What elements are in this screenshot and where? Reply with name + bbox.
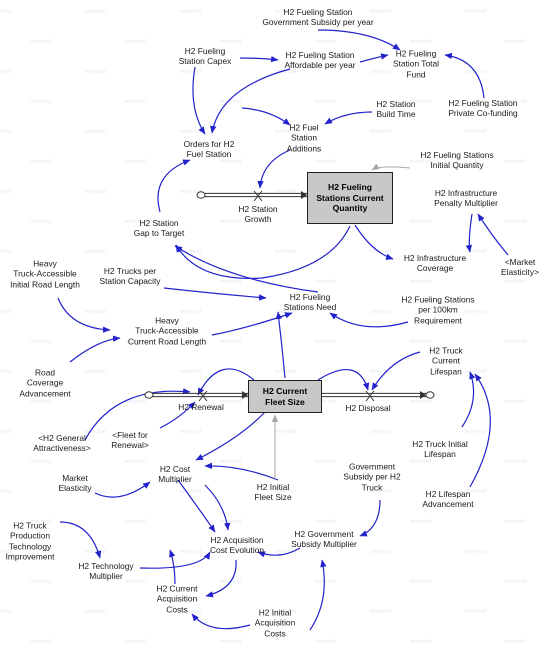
link-cost-to-evolution-2 [177,479,216,533]
link-per-100km-to-need [329,312,409,328]
stock-fueling-stations: H2 Fueling Stations Current Quantity [307,172,393,224]
variable-infra-coverage: H2 Infrastructure Coverage [403,252,467,273]
link-current-costs-to-tech-loop [169,549,176,585]
link-stations-current-to-gap [175,225,351,279]
renewal-flow-pipe-arrowhead [242,391,248,399]
link-capex-to-affordable [239,55,279,63]
link-additions-to-growth [257,149,291,189]
disposal-valve [365,390,375,402]
link-attractiveness-to-renewal [84,388,191,441]
link-initial-costs-to-current-costs [191,613,251,630]
source-cloud-renewal [144,391,154,399]
link-stations-current-to-coverage [354,224,394,260]
link-fleet-size-to-cost-multiplier [195,411,266,461]
link-build-time-to-additions [324,111,373,125]
variable-truck-lifespan: H2 Truck Current Lifespan [429,345,463,377]
variable-renewal: H2 Renewal [178,401,224,412]
link-gov-subsidy-truck-to-multiplier [359,499,381,537]
variable-market-elasticity-ref: <Market Elasticity> [501,256,539,277]
variable-attractiveness: <H2 General Attractiveness> [33,432,91,453]
link-production-tech-to-tech-multiplier [59,521,102,559]
link-private-cofunding-to-total-fund [444,52,485,99]
station-growth-valve [253,190,263,202]
variable-station-growth: H2 Station Growth [238,203,278,224]
link-gov-multiplier-to-acq-evolution [257,547,301,558]
disposal-flow-pipe-arrowhead [420,391,426,399]
link-capex-to-orders [192,66,206,135]
variable-trucks-per-station: H2 Trucks per Station Capacity [99,265,161,286]
link-fleet-size-to-disposal [317,369,370,391]
link-affordable-to-orders [210,68,291,134]
variable-gap-to-target: H2 Station Gap to Target [133,217,185,238]
link-initial-fleet-to-cost-multiplier [204,462,279,481]
variable-disposal: H2 Disposal [345,402,391,413]
variable-initial-road-length: Heavy Truck-Accessible Initial Road Leng… [10,258,80,290]
link-tech-multiplier-to-acq-evolution [139,551,211,569]
variable-cost-multiplier: H2 Cost Multiplier [158,463,192,484]
renewal-valve [198,390,208,402]
variable-road-coverage-adv: Road Coverage Advancement [19,367,71,399]
source-cloud-station-growth [196,191,206,199]
variable-gov-subsidy-truck: Government Subsidy per H2 Truck [343,461,401,493]
variable-acq-cost-evolution: H2 Acquisition Cost Evolution [210,534,264,555]
variable-fuel-station-additions: H2 Fuel Station Additions [286,122,322,154]
link-penalty-to-coverage [465,213,473,253]
link-trucks-per-station-to-need [163,287,267,301]
variable-current-acq-costs: H2 Current Acquisition Costs [156,583,198,615]
link-market-elasticity-ref-to-penalty [477,213,509,256]
station-growth-flow-pipe-arrowhead [301,191,307,199]
variable-gov-subsidy-multiplier: H2 Government Subsidy Multiplier [291,528,357,549]
variable-initial-acq-costs: H2 Initial Acquisition Costs [254,607,296,639]
variable-lifespan-adv: H2 Lifespan Advancement [422,488,474,509]
variable-stations-need: H2 Fueling Stations Need [283,291,337,312]
link-initial-road-to-current-road [57,297,111,333]
link-acq-evolution-to-current-costs [205,559,237,598]
link-fleet-size-to-renewal [197,368,255,396]
link-cost-multiplier-to-acq-evolution [204,484,231,531]
variable-gov-subsidy-station: H2 Fueling Station Government Subsidy pe… [262,6,374,27]
link-fleet-renewal-ref-to-renewal [159,401,196,429]
variable-current-road-length: Heavy Truck-Accessible Current Road Leng… [127,315,207,347]
variable-infra-penalty: H2 Infrastructure Penalty Multiplier [434,187,498,208]
link-initial-costs-to-gov-multiplier [309,559,327,631]
link-lifespan-adv-to-lifespan [469,373,491,488]
variable-initial-fleet: H2 Initial Fleet Size [254,481,292,502]
link-lifespan-to-disposal [371,351,421,391]
link-road-coverage-to-current-road [69,335,121,363]
variable-orders: Orders for H2 Fuel Station [183,138,235,159]
link-total-fund-to-affordable [359,53,389,63]
link-road-length-to-need [211,312,293,336]
link-orders-to-additions [241,107,291,126]
variable-station-capex: H2 Fueling Station Capex [178,45,232,66]
variable-station-build-time: H2 Station Build Time [376,98,416,119]
link-fleet-size-to-need [275,311,286,379]
variable-initial-lifespan: H2 Truck Initial Lifespan [412,438,468,459]
variable-stations-initial: H2 Fueling Stations Initial Quantity [420,149,494,170]
link-gov-subsidy-to-total-fund [317,29,401,51]
variable-market-elasticity: Market Elasticity [58,472,92,493]
variable-tech-multiplier: H2 Technology Multiplier [78,560,134,581]
variable-station-total-fund: H2 Fueling Station Total Fund [393,48,439,80]
link-initial-lifespan-to-lifespan [461,371,476,428]
variable-production-tech: H2 Truck Production Technology Improveme… [5,520,55,562]
shadow-link-initial-stations-to-stock [371,163,411,171]
variable-per-100km: H2 Fueling Stations per 100km Requiremen… [401,294,475,326]
variable-fleet-renewal-ref: <Fleet for Renewal> [111,429,149,450]
link-gap-to-orders [157,159,191,213]
link-market-elasticity-to-cost-multiplier [94,481,151,498]
variable-private-cofunding: H2 Fueling Station Private Co-funding [448,97,518,118]
sink-cloud-disposal [425,391,435,399]
link-need-to-gap [174,245,319,293]
stock-fleet-size: H2 Current Fleet Size [248,380,322,413]
variable-station-affordable: H2 Fueling Station Affordable per year [284,49,356,70]
